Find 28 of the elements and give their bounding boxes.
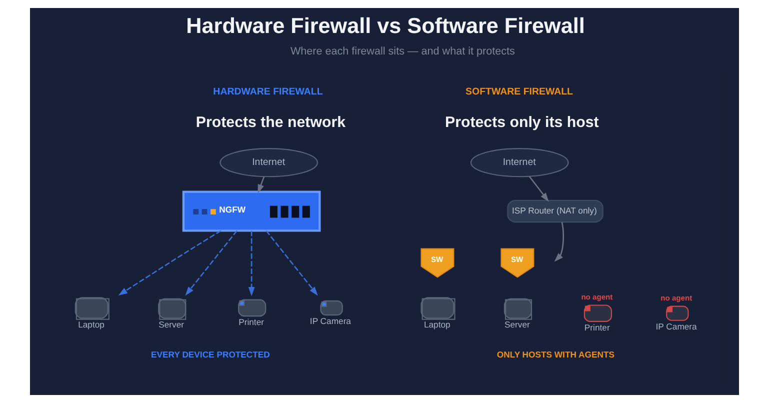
node-box: NGFW [182, 190, 320, 232]
node-label: Printer [238, 317, 264, 328]
node-ellipse: Internet [470, 148, 568, 178]
node-label: Laptop [423, 319, 450, 330]
label: SOFTWARE FIREWALL [465, 86, 573, 98]
node-label: no agent [580, 292, 612, 302]
arrow [257, 176, 264, 194]
node-label: Server [158, 319, 184, 330]
arrow [528, 176, 548, 202]
node-label: IP Camera [309, 316, 351, 326]
label: ONLY HOSTS WITH AGENTS [496, 350, 614, 360]
node-ellipse: Internet [219, 148, 318, 178]
arrow [248, 230, 254, 296]
node-label: Server [504, 319, 530, 330]
arrow [118, 230, 221, 296]
label: Protects only its host [444, 114, 598, 132]
arrow [265, 230, 318, 296]
label: Where each firewall sits — and what it protects [290, 46, 514, 58]
label: Protects the network [195, 114, 346, 132]
node-box: ISP Router (NAT only) [506, 200, 603, 223]
arrow [184, 230, 237, 296]
node-label: no agent [660, 294, 692, 302]
label: EVERY DEVICE PROTECTED [150, 350, 270, 360]
node-label: Laptop [78, 319, 104, 330]
node-label: IP Camera [655, 321, 696, 332]
label: HARDWARE FIREWALL [212, 86, 322, 98]
diagram-title: Hardware Firewall vs Software Firewall [186, 12, 584, 38]
node-label: Printer [584, 322, 610, 333]
